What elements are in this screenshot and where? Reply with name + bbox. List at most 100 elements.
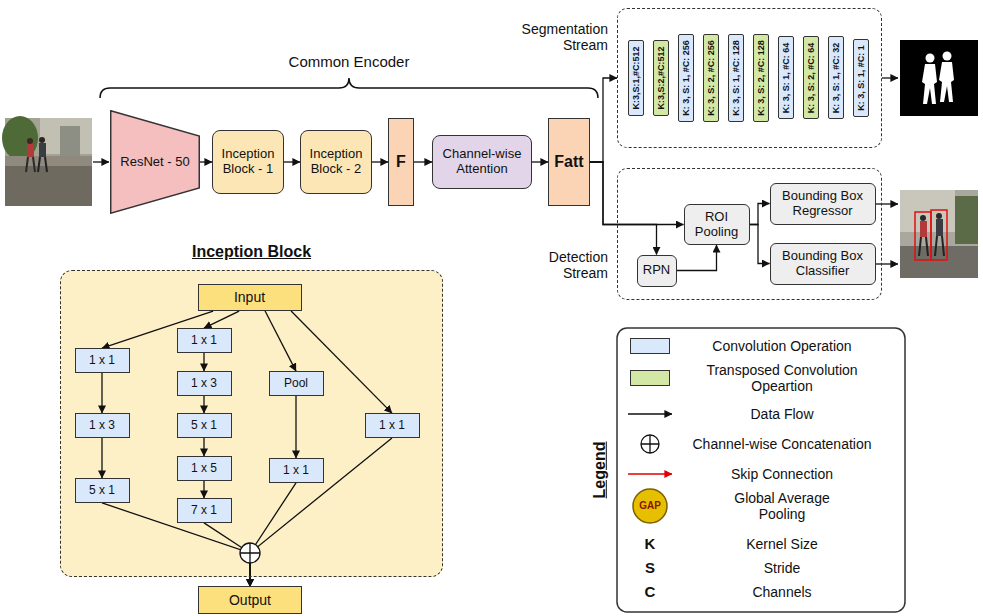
- conv-op-box: 1 x 1: [75, 348, 130, 373]
- node-label: ROI Pooling: [689, 210, 745, 240]
- conv-op-box: 5 x 1: [177, 413, 232, 438]
- flow-arrow: [750, 225, 770, 264]
- node-body: Input: [203, 289, 297, 305]
- mask-output: [922, 64, 937, 104]
- legend-title: Legend: [591, 442, 609, 499]
- node-label: K:3,S:1,#C:512: [631, 46, 640, 109]
- bounding-box: [931, 210, 947, 260]
- flow-arrow: [250, 438, 392, 587]
- detection-output: [900, 246, 978, 278]
- skip-arrow: [628, 473, 672, 475]
- flow-arrow: [590, 78, 617, 162]
- legend-frame: [617, 328, 905, 612]
- conv-layer: K: 3, S: 1, #C: 32: [828, 36, 844, 119]
- flow-arrow: [882, 77, 898, 78]
- node-label: 1 x 5: [182, 462, 227, 476]
- legend-swatch: [630, 370, 670, 386]
- node-body: 1 x 1: [274, 464, 319, 478]
- io-box: Output: [198, 586, 302, 613]
- backbone-trapezoid: ResNet - 50: [110, 110, 200, 214]
- symbol-label: S: [645, 559, 655, 576]
- flow-arrow: [677, 245, 717, 271]
- node-label: K: 3, S: 2, #C: 128: [756, 40, 765, 116]
- flow-arrow: [590, 162, 684, 225]
- flow-arrow: [532, 161, 548, 162]
- concat-symbol: [240, 543, 260, 563]
- mask-output: [939, 52, 954, 103]
- node-label: K: 3, S: 2, #C: 256: [706, 40, 715, 116]
- node-body: 1 x 3: [182, 377, 227, 391]
- node-label: Output: [203, 592, 297, 608]
- node-body: 1 x 5: [182, 462, 227, 476]
- conv-op-box: 1 x 3: [75, 413, 130, 438]
- node-label: 1 x 1: [370, 419, 415, 433]
- node-label: K: 3, S: 1, #C: 128: [731, 40, 740, 116]
- stream-panel: Segmentation StreamK:3,S:1,#C:512K:3,S:2…: [617, 8, 882, 148]
- node-label: K: 3, S: 1, #C: 64: [781, 42, 790, 113]
- node-label: K:3,S:2,#C:512: [656, 46, 665, 109]
- conv-op-box: 7 x 1: [177, 498, 232, 523]
- detection-output: [936, 219, 943, 236]
- node-label: K: 3, S: 1, #C: 1: [856, 45, 865, 111]
- legend-text: Convolution Operation: [687, 338, 877, 354]
- conv-layer: K:3,S:1,#C:512: [628, 40, 644, 116]
- node-label: 1 x 1: [80, 354, 125, 368]
- node-body: Channel-wise Attention: [437, 147, 527, 177]
- legend-text: Global Average Pooling: [722, 490, 842, 522]
- concat-symbol: [240, 543, 260, 563]
- panel-heading: Inception Block: [61, 243, 442, 261]
- node-body: Fatt: [553, 153, 585, 171]
- flow-arrow: [590, 162, 657, 255]
- flow-arrow: [876, 203, 898, 204]
- node-label: Bounding Box Regressor: [775, 189, 871, 219]
- flow-arrow: [203, 438, 204, 456]
- detection-output: [935, 236, 944, 256]
- bounding-box: [915, 212, 931, 260]
- flow-arrow: [750, 204, 770, 225]
- flow-arrow: [93, 161, 109, 162]
- curly-bracket: [100, 78, 598, 98]
- legend-arrow: [628, 413, 672, 414]
- conv-op-box: 1 x 1: [269, 458, 324, 483]
- node-label: ResNet - 50: [114, 155, 196, 170]
- node-label: 5 x 1: [182, 419, 227, 433]
- flow-arrow: [200, 161, 212, 162]
- panel-heading: Detection Stream: [508, 249, 608, 281]
- stream-panel: Detection StreamRPNROI PoolingBounding B…: [617, 168, 882, 300]
- legend-text: Channels: [687, 584, 877, 600]
- legend-text: Transposed Convolution Opeartion: [687, 362, 877, 394]
- node-label: Inception Block - 1: [217, 147, 279, 177]
- node-label: Fatt: [553, 153, 585, 171]
- node-body: Inception Block - 2: [305, 147, 367, 177]
- conv-op-box: 1 x 1: [177, 328, 232, 353]
- input-photo: [38, 157, 47, 172]
- mask-output: [939, 62, 954, 102]
- legend-swatch: [630, 338, 670, 354]
- node-body: 1 x 1: [182, 334, 227, 348]
- node-body: 1 x 3: [80, 419, 125, 433]
- flow-arrow: [295, 396, 296, 458]
- detection-output: [920, 221, 927, 237]
- node-body: RPN: [642, 263, 672, 278]
- node-body: Inception Block - 1: [217, 147, 279, 177]
- head-box: Bounding Box Regressor: [770, 183, 876, 225]
- conv-op-box: 1 x 5: [177, 456, 232, 481]
- node-label: 1 x 3: [182, 377, 227, 391]
- node-label: K: 3, S: 1, #C: 256: [681, 40, 690, 116]
- input-photo: [5, 166, 92, 206]
- flow-arrow: [204, 311, 239, 328]
- flow-arrow: [203, 396, 204, 413]
- node-label: 1 x 3: [80, 419, 125, 433]
- node-label: F: [393, 153, 409, 171]
- feature-map: Fatt: [548, 118, 590, 206]
- conv-layer: K: 3, S: 1, #C: 1: [853, 39, 869, 117]
- feature-map: F: [388, 118, 414, 206]
- rpn-box: RPN: [637, 255, 677, 287]
- detection-output: [936, 213, 942, 219]
- symbol-label: C: [645, 583, 656, 600]
- flow-arrow: [203, 481, 204, 498]
- flow-arrow: [101, 373, 102, 413]
- legend-text: Skip Connection: [687, 466, 877, 482]
- mask-output: [900, 40, 978, 116]
